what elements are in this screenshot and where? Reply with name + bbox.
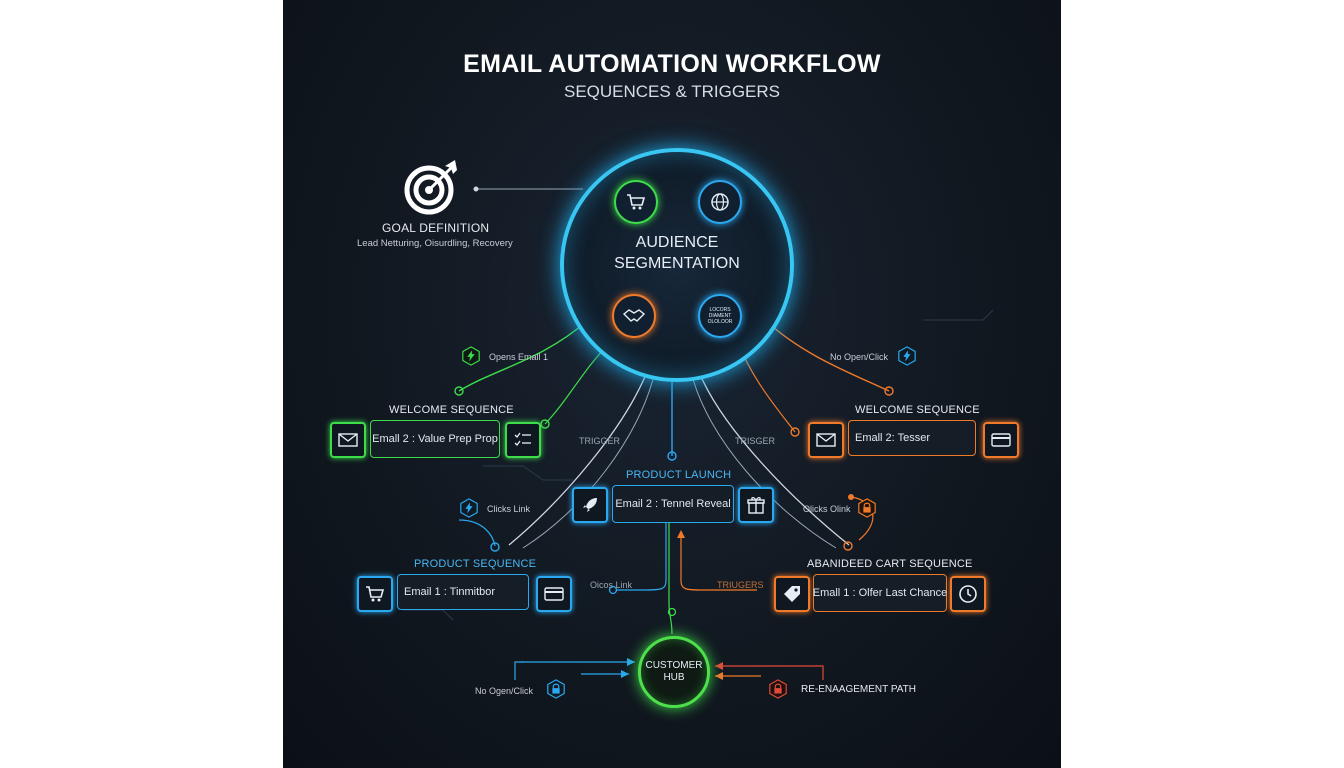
price-tag-icon [784,586,800,602]
rocket-icon [583,498,597,512]
welcome-left-mail-tile[interactable] [330,422,366,458]
credit-card-icon [991,433,1011,447]
abandoned-email-box[interactable]: Emall 1 : Olfer Last Chance [813,574,947,612]
lock-icon-orange [857,498,877,518]
handshake-icon [623,309,645,322]
cart-icon [627,194,646,210]
target-icon [404,160,457,215]
goal-target-icon [403,160,461,218]
abandoned-email-label: Emall 1 : Olfer Last Chance [812,587,948,599]
cart-icon [366,586,385,602]
welcome-right-title: WELCOME SEQUENCE [855,404,980,416]
welcome-right-email-box[interactable]: Emall 2: Tesser [848,420,976,456]
globe-node [698,180,742,224]
customer-hub: CUSTOMER HUB [638,636,710,708]
product-cart-tile[interactable] [357,576,393,612]
product-email-label: Email 1 : Tinmitbor [404,586,496,598]
clock-icon [959,585,977,603]
welcome-right-email-label: Emall 2: Tesser [855,432,930,444]
trigger-clicks-link-right: Olicks Olink [803,504,851,514]
welcome-right-card-tile[interactable] [983,422,1019,458]
product-sequence-title: PRODUCT SEQUENCE [414,558,537,570]
lightning-icon-blue-left [459,498,479,518]
audience-segmentation-hub: AUDIENCE SEGMENTATION LOCORS DIAMENT OLO… [560,148,794,382]
customer-hub-line1: CUSTOMER [645,660,703,671]
welcome-left-email-label: Emall 2 : Value Prep Prop [372,433,498,445]
diagram-canvas: EMAIL AUTOMATION WORKFLOW SEQUENCES & TR… [283,0,1061,768]
trigger-no-open-click-bottom: No Ogen/Click [475,686,534,696]
customer-hub-line2: HUB [663,672,685,683]
lock-icon-blue [546,679,566,699]
trigger-triggers-bottom: TRIUGERS [717,580,764,590]
hub-label: AUDIENCE SEGMENTATION [614,234,740,272]
cart-node [614,180,658,224]
data-node: LOCORS DIAMENT OLOLOOR [698,294,742,338]
gift-icon [747,497,765,514]
mail-icon [816,433,836,447]
trigger-left-label: TRIGGER [579,436,621,446]
launch-email-box[interactable]: Email 2 : Tennel Reveal [612,485,734,523]
welcome-left-title: WELCOME SEQUENCE [389,404,514,416]
goal-subtitle: Lead Netturing, Oisurdling, Recovery [357,238,513,249]
launch-email-label: Email 2 : Tennel Reveal [615,498,731,510]
checklist-icon [514,432,531,446]
page-subtitle: SEQUENCES & TRIGGERS [563,82,780,101]
credit-card-icon [544,587,564,601]
abandoned-tag-tile[interactable] [774,576,810,612]
trigger-opens-email: Opens Emall 1 [489,352,549,362]
trigger-clicks-link-bottom: Oicos Link [590,580,633,590]
reengagement-label: RE-ENAAGEMENT PATH [801,684,917,695]
abandoned-clock-tile[interactable] [950,576,986,612]
abandoned-cart-title: ABANIDEED CART SEQUENCE [807,558,973,570]
data-node-text: LOCORS DIAMENT OLOLOOR [707,307,733,325]
launch-gift-tile[interactable] [738,487,774,523]
lightning-icon [461,346,481,366]
page-title: EMAIL AUTOMATION WORKFLOW [463,50,881,78]
product-email-box[interactable]: Email 1 : Tinmitbor [397,574,529,610]
launch-title: PRODUCT LAUNCH [626,469,732,481]
goal-title: GOAL DEFINITION [382,221,490,235]
trigger-right-label: TRISGER [735,436,776,446]
lock-icon-red [768,679,788,699]
welcome-left-email-box[interactable]: Emall 2 : Value Prep Prop [370,420,500,458]
handshake-node [612,294,656,338]
product-card-tile[interactable] [536,576,572,612]
trigger-no-open-click-top: No Open/Click [830,352,889,362]
trigger-clicks-link-left: Clicks Link [487,504,531,514]
welcome-left-checklist-tile[interactable] [505,422,541,458]
globe-icon [711,193,729,211]
lightning-icon-blue [897,346,917,366]
welcome-right-mail-tile[interactable] [808,422,844,458]
mail-icon [338,433,358,447]
launch-rocket-tile[interactable] [572,487,608,523]
